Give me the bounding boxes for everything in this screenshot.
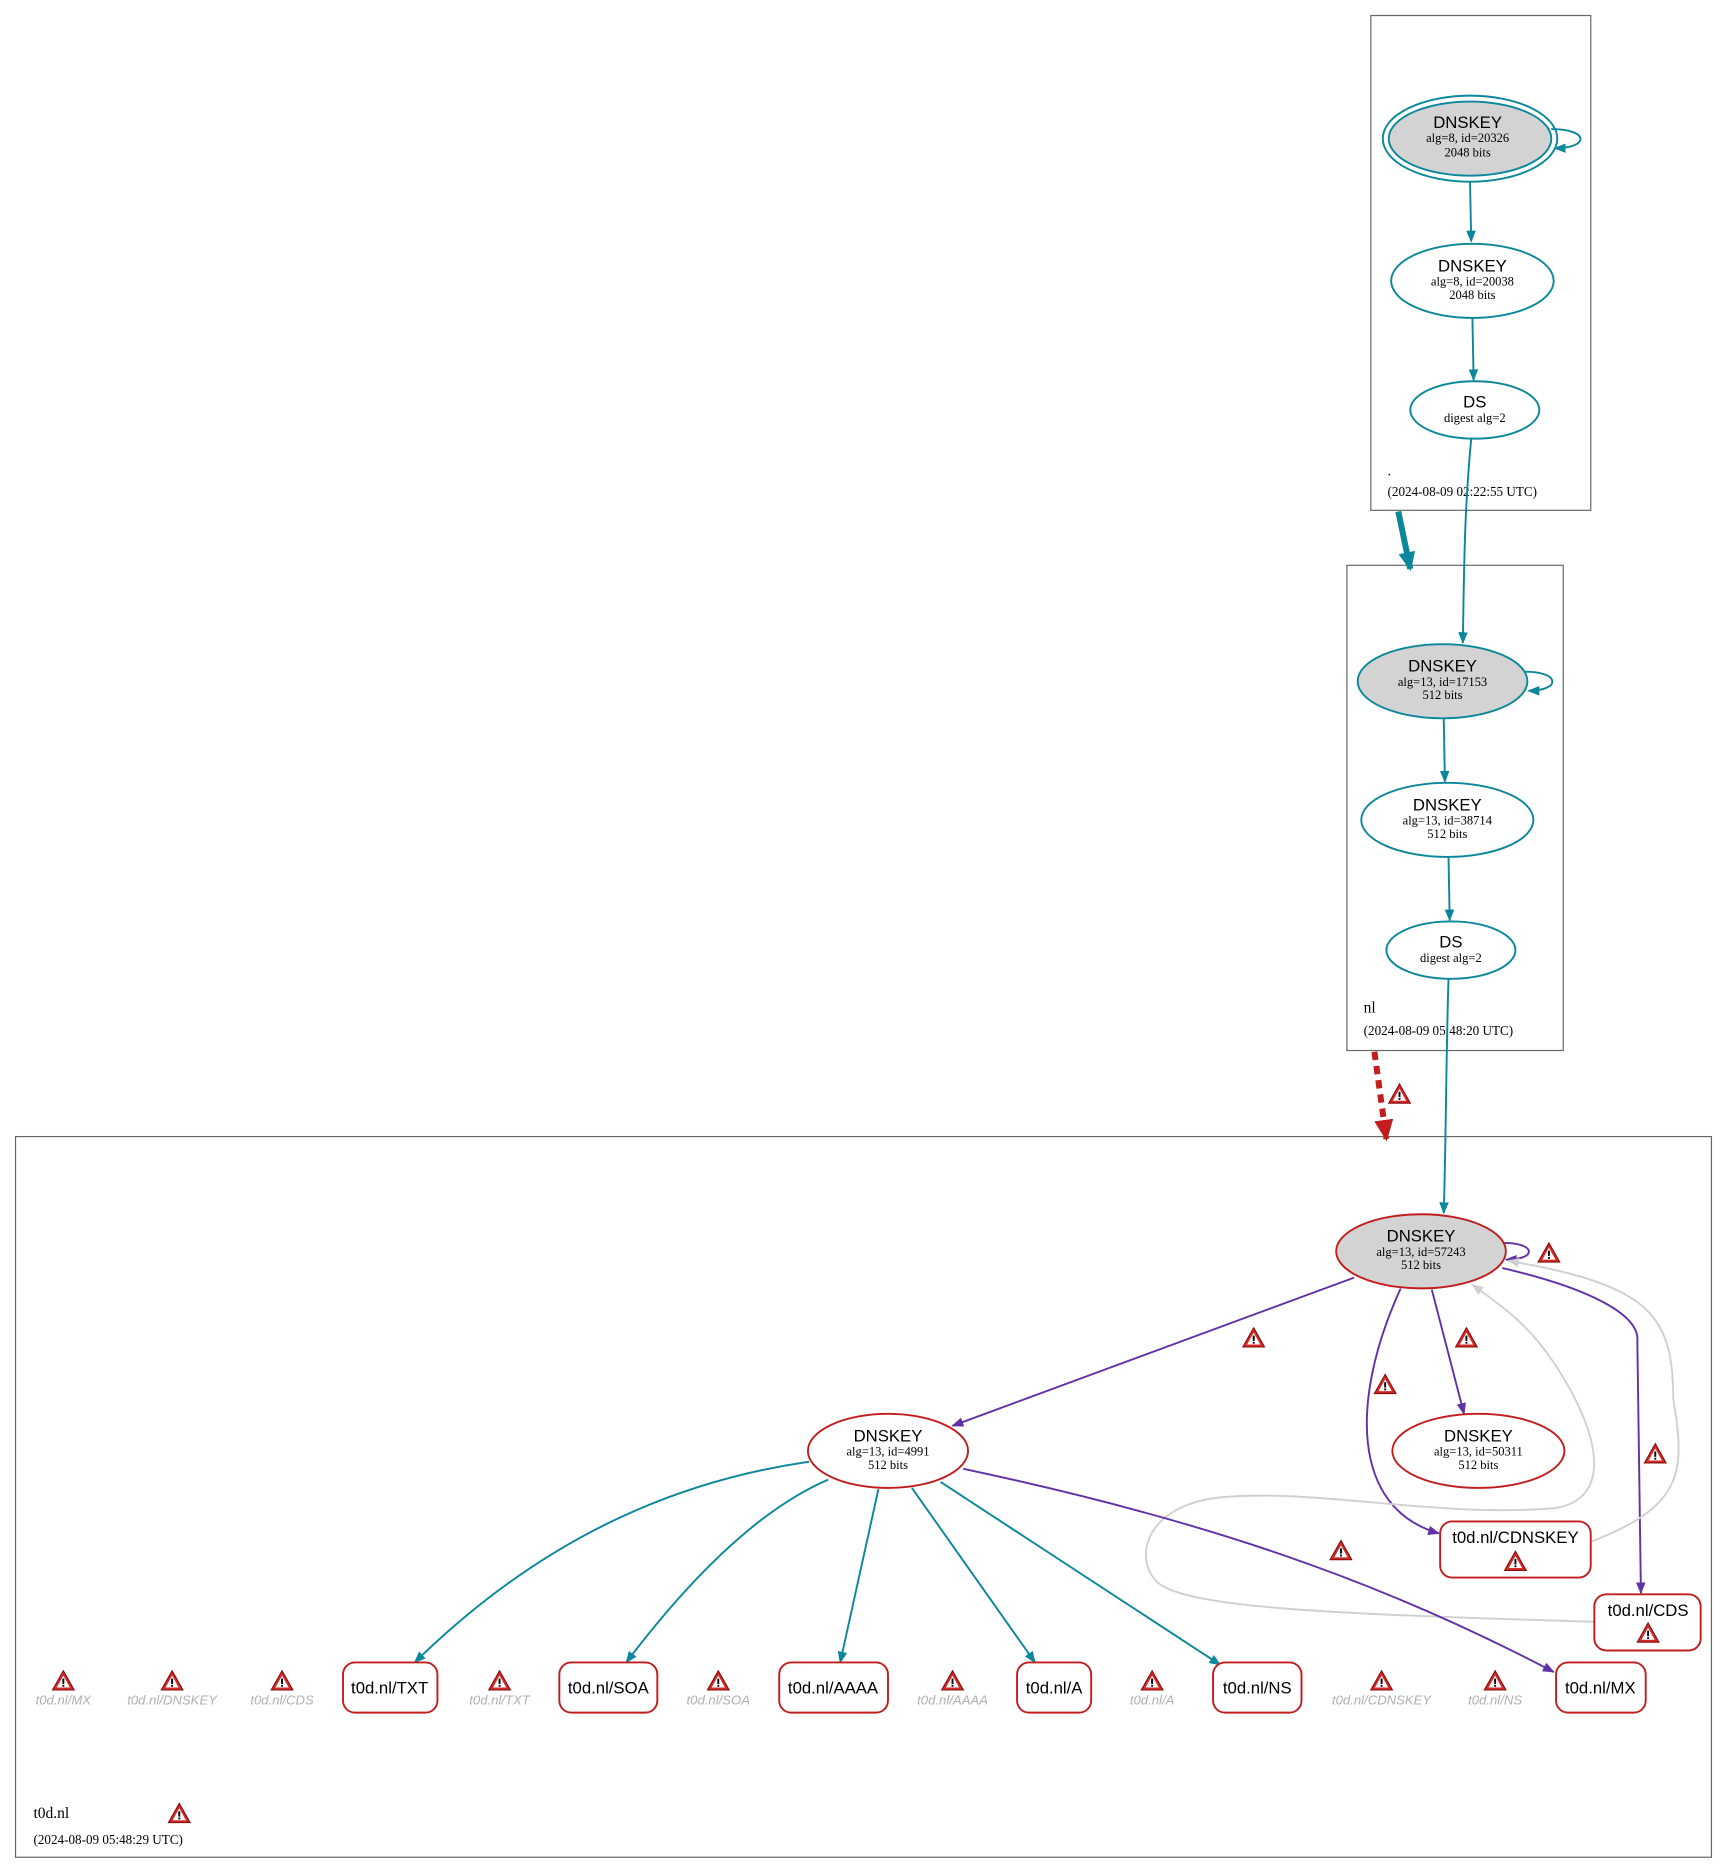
node-type: DNSKEY [1438,256,1507,275]
edge-zsk-soa [625,1478,829,1664]
missing-aaaa[interactable]: t0d.nl/AAAA [917,1670,988,1707]
missing-label: t0d.nl/CDNSKEY [1332,1692,1432,1707]
missing-label: t0d.nl/NS [1468,1692,1522,1707]
missing-label: t0d.nl/A [1130,1692,1175,1707]
node-t0d-ksk[interactable]: DNSKEY alg=13, id=57243 512 bits [1335,1213,1507,1290]
missing-dnskey[interactable]: t0d.nl/DNSKEY [127,1670,218,1707]
node-type: DNSKEY [1408,657,1477,676]
edge-root-ds-nl-ksk [1458,438,1473,645]
node-detail: alg=13, id=17153 [1398,675,1487,689]
missing-soa[interactable]: t0d.nl/SOA [687,1670,751,1707]
rrset-soa[interactable]: t0d.nl/SOA [558,1661,659,1714]
zone-root-timestamp: (2024-08-09 02:22:55 UTC) [1388,484,1537,499]
rrset-label: t0d.nl/NS [1223,1679,1292,1698]
edge-cds-ignored [1145,1283,1596,1623]
edge-zsk-ns [940,1481,1222,1666]
missing-label: t0d.nl/TXT [469,1692,531,1707]
edge-t0d-ksk-cdnskey [1365,1287,1441,1536]
node-nl-zsk[interactable]: DNSKEY alg=13, id=38714 512 bits [1360,781,1535,858]
edge-zsk-aaaa [837,1488,880,1664]
zone-t0d-timestamp: (2024-08-09 05:48:29 UTC) [33,1832,182,1847]
rrset-cds[interactable]: t0d.nl/CDS [1593,1593,1702,1652]
edge-nl-ksk-zsk [1439,718,1450,783]
node-size: 2048 bits [1449,288,1495,302]
zone-root-name: . [1388,464,1392,480]
node-size: 512 bits [1423,688,1463,702]
node-type: DNSKEY [1387,1227,1456,1246]
node-detail: alg=13, id=57243 [1376,1245,1465,1259]
missing-label: t0d.nl/AAAA [917,1692,988,1707]
missing-ns[interactable]: t0d.nl/NS [1468,1670,1522,1707]
node-type: DS [1463,393,1486,412]
missing-mx[interactable]: t0d.nl/MX [36,1670,93,1707]
warning-icon[interactable] [1388,1083,1411,1104]
rrset-label: t0d.nl/TXT [351,1679,428,1698]
node-detail: alg=13, id=38714 [1403,814,1493,828]
edge-delegation-root-nl [1395,510,1416,572]
zone-nl-timestamp: (2024-08-09 05:48:20 UTC) [1364,1023,1513,1038]
node-size: 512 bits [868,1458,908,1472]
rrset-a[interactable]: t0d.nl/A [1016,1661,1093,1714]
edge-root-zsk-ds [1468,317,1479,382]
node-nl-ds[interactable]: DS digest alg=2 [1385,920,1517,980]
edge-nl-zsk-ds [1444,856,1455,922]
node-detail: alg=8, id=20038 [1431,275,1514,289]
node-nl-ksk[interactable]: DNSKEY alg=13, id=17153 512 bits [1356,643,1529,720]
node-type: DNSKEY [1413,795,1482,814]
rrset-label: t0d.nl/SOA [568,1679,650,1698]
rrset-cdnskey[interactable]: t0d.nl/CDNSKEY [1439,1520,1592,1579]
missing-txt[interactable]: t0d.nl/TXT [469,1670,531,1707]
node-size: 512 bits [1427,827,1467,841]
node-t0d-key3[interactable]: DNSKEY alg=13, id=50311 512 bits [1391,1412,1566,1489]
rrset-label: t0d.nl/MX [1565,1679,1636,1698]
node-root-ds[interactable]: DS digest alg=2 [1409,380,1541,440]
zone-nl-name: nl [1364,999,1376,1016]
rrset-ns[interactable]: t0d.nl/NS [1212,1661,1303,1714]
edge-zsk-txt [413,1460,810,1664]
node-t0d-zsk[interactable]: DNSKEY alg=13, id=4991 512 bits [806,1412,970,1489]
rrset-label: t0d.nl/AAAA [788,1679,879,1698]
edge-zsk-mx [963,1467,1555,1673]
node-size: 512 bits [1458,1458,1498,1472]
missing-label: t0d.nl/DNSKEY [127,1692,218,1707]
missing-cdnskey[interactable]: t0d.nl/CDNSKEY [1332,1670,1432,1707]
node-type: DNSKEY [854,1426,923,1445]
edge-t0d-ksk-zsk [951,1276,1355,1427]
zone-t0d-name: t0d.nl [33,1805,69,1822]
rrset-mx[interactable]: t0d.nl/MX [1555,1661,1647,1714]
edge-t0d-ksk-cds [1502,1267,1646,1595]
node-type: DNSKEY [1433,113,1502,132]
missing-a[interactable]: t0d.nl/A [1130,1670,1175,1707]
node-type: DNSKEY [1444,1426,1513,1445]
edge-zsk-a [911,1487,1036,1664]
node-detail: digest alg=2 [1420,951,1482,965]
edge-delegation-nl-t0d [1371,1051,1394,1142]
missing-label: t0d.nl/CDS [250,1692,314,1707]
edge-nl-ds-t0d-ksk [1439,978,1450,1215]
edge-cdnskey-ignored [1507,1257,1680,1543]
node-size: 2048 bits [1444,146,1490,160]
node-detail: alg=8, id=20326 [1426,131,1509,145]
rrset-aaaa[interactable]: t0d.nl/AAAA [778,1661,889,1714]
rrset-label: t0d.nl/A [1026,1679,1084,1698]
node-root-zsk[interactable]: DNSKEY alg=8, id=20038 2048 bits [1390,242,1555,319]
node-size: 512 bits [1401,1258,1441,1272]
node-detail: alg=13, id=4991 [846,1445,929,1459]
missing-cds[interactable]: t0d.nl/CDS [250,1670,314,1707]
edge-root-ksk-self [1551,128,1582,153]
missing-label: t0d.nl/MX [36,1692,93,1707]
rrset-label: t0d.nl/CDS [1608,1601,1689,1620]
edge-t0d-ksk-key3 [1430,1289,1466,1416]
edge-root-ksk-zsk [1466,181,1476,243]
node-root-ksk[interactable]: DNSKEY alg=8, id=20326 2048 bits [1381,94,1559,183]
edge-nl-ksk-self [1524,670,1554,696]
node-detail: alg=13, id=50311 [1434,1445,1523,1459]
rrset-label: t0d.nl/CDNSKEY [1452,1528,1578,1547]
missing-label: t0d.nl/SOA [687,1692,751,1707]
node-type: DS [1439,933,1462,952]
node-detail: digest alg=2 [1444,411,1506,425]
rrset-txt[interactable]: t0d.nl/TXT [342,1661,439,1714]
edges [413,128,1680,1673]
